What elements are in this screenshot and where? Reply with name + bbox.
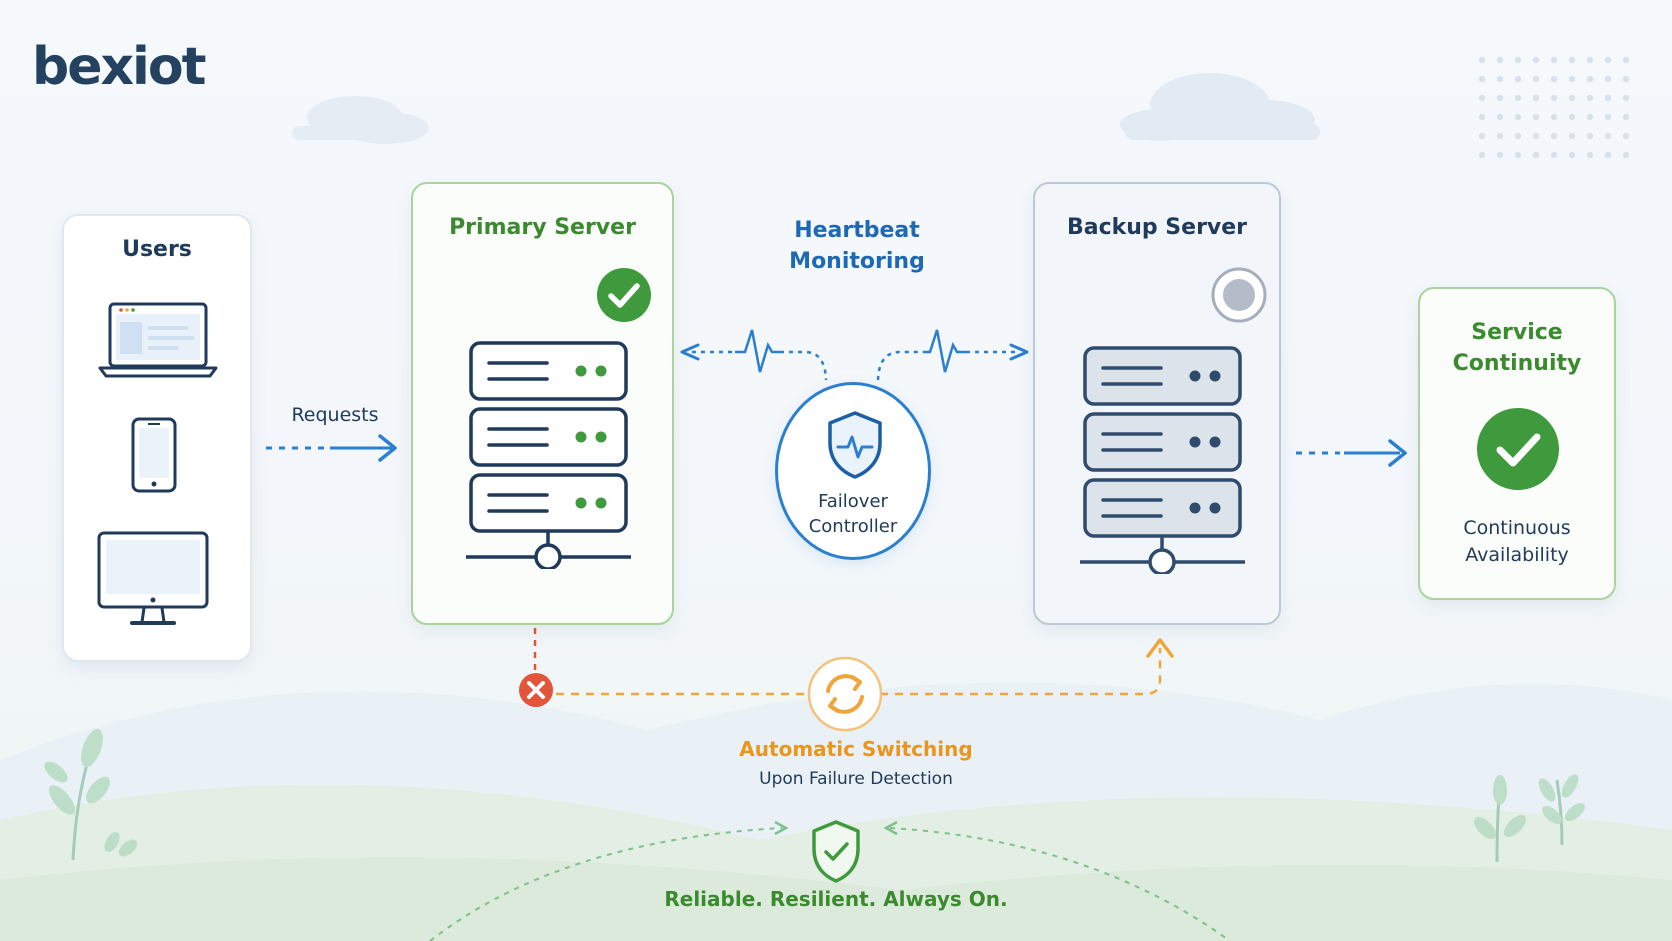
backup-server-card: Backup Server [1033, 182, 1281, 625]
cloud-right [1120, 73, 1320, 141]
switching-sync-icon [807, 656, 883, 732]
primary-server-title: Primary Server [449, 215, 636, 240]
users-card: Users [62, 214, 252, 662]
dot-grid [1478, 56, 1630, 159]
tagline: Reliable. Resilient. Always On. [664, 887, 1008, 911]
bexiot-logo-mark: bexiot [32, 37, 208, 97]
service-continuity-card: Service Continuity Continuous Availabili… [1418, 287, 1616, 600]
bexiot-logo: bexiot [30, 24, 220, 97]
heartbeat-link-primary [680, 329, 828, 381]
backup-server-title: Backup Server [1066, 215, 1248, 240]
laptop-icon [98, 302, 218, 378]
standby-indicator-icon [1211, 267, 1267, 323]
failure-x-icon [519, 673, 553, 707]
plant-right [1473, 774, 1585, 863]
reliability-shield-icon [812, 820, 860, 883]
service-continuity-title: Service Continuity [1452, 320, 1582, 376]
continuous-availability-label: Continuous Availability [1463, 517, 1571, 566]
smartphone-icon [131, 417, 177, 493]
requests-arrow [266, 434, 397, 462]
backup-server-rack-icon [1080, 346, 1245, 574]
primary-server-card: Primary Server [411, 182, 674, 625]
plant-left [44, 728, 138, 861]
automatic-switching-title: Automatic Switching [739, 737, 973, 761]
healthy-check-icon [597, 268, 651, 322]
heartbeat-monitoring-title: Heartbeat Monitoring [789, 218, 925, 274]
continuity-arrow [1296, 439, 1407, 467]
failover-controller: Failover Controller [775, 382, 931, 560]
arc-arrow-right [883, 820, 898, 836]
requests-label: Requests [291, 404, 379, 426]
reliability-arc [429, 827, 1231, 941]
failover-path [533, 628, 1174, 696]
cloud-left [292, 96, 429, 144]
bexiot-logo-text: bexiot [32, 37, 206, 94]
arc-arrow-left [774, 820, 789, 836]
continuity-check-icon [1477, 408, 1559, 490]
shield-heartbeat-icon [828, 411, 882, 479]
users-title: Users [122, 237, 192, 262]
automatic-switching-subtitle: Upon Failure Detection [759, 769, 953, 789]
primary-server-rack-icon [466, 341, 631, 569]
heartbeat-link-backup [876, 329, 1029, 381]
failover-controller-label: Failover Controller [808, 491, 898, 537]
desktop-monitor-icon [97, 531, 209, 625]
